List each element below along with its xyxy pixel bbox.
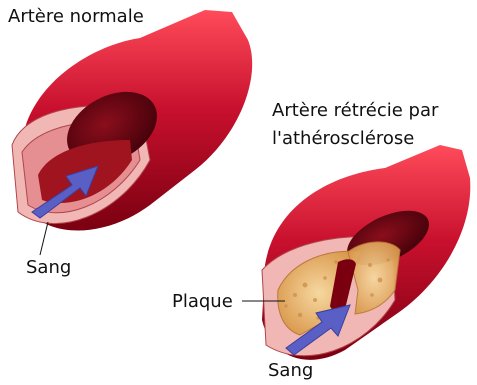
narrowed-blood-label: Sang <box>268 360 313 383</box>
normal-blood-leader <box>40 222 48 255</box>
narrowed-artery <box>242 145 470 360</box>
normal-artery <box>12 10 252 255</box>
normal-blood-label: Sang <box>26 257 71 280</box>
narrowed-artery-title-line1: Artère rétrécie par <box>272 100 438 123</box>
normal-artery-title: Artère normale <box>8 6 144 29</box>
plaque-label: Plaque <box>172 291 233 314</box>
narrowed-artery-title-line2: l'athérosclérose <box>272 128 414 151</box>
